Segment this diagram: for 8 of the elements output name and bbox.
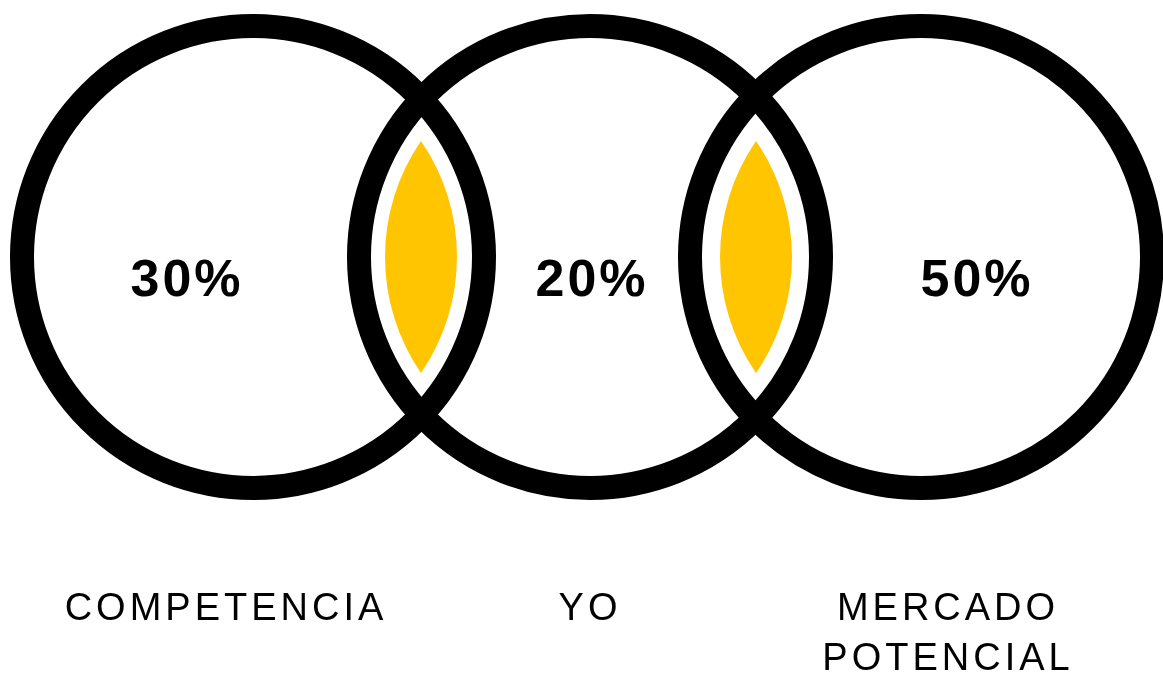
circle-label: YO [557, 585, 623, 630]
percentage-value: 50% [920, 248, 1034, 308]
lens-shape [719, 141, 793, 373]
percentage-value: 20% [535, 248, 649, 308]
percentage-value: 30% [130, 248, 244, 308]
lens-shape [384, 141, 458, 373]
circle-label: MERCADO POTENCIAL [821, 585, 1075, 680]
circle-label: COMPETENCIA [63, 585, 389, 630]
